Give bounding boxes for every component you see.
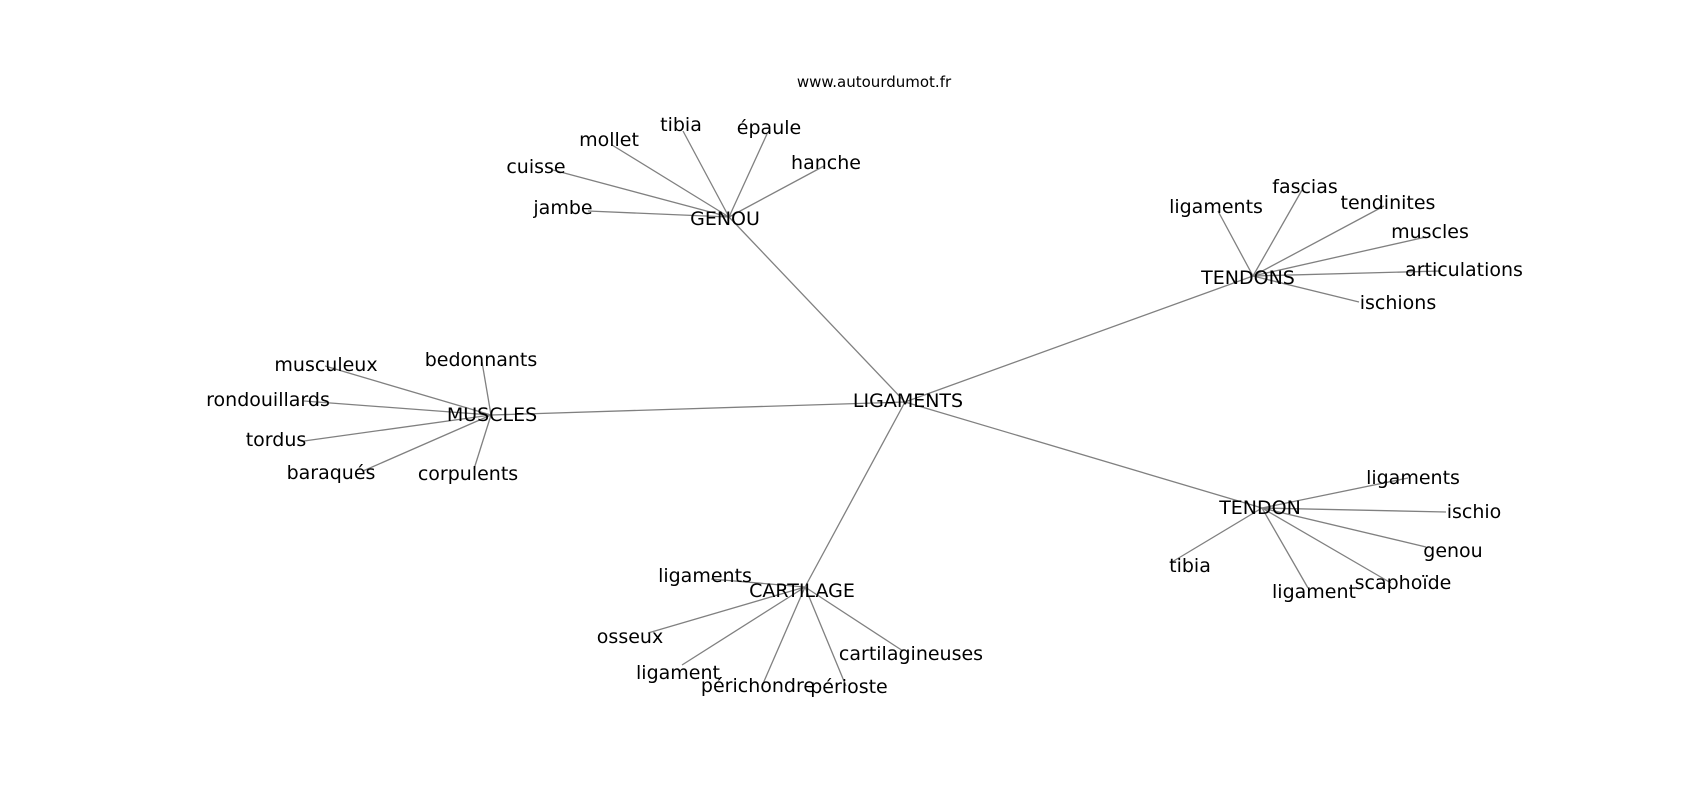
source-url: www.autourdumot.fr: [797, 73, 952, 91]
leaf-node-muscles-2: rondouillards: [206, 389, 330, 411]
edge-muscles-leaf-5: [473, 414, 492, 470]
edge-tendon-leaf-0: [1261, 477, 1409, 509]
leaf-node-tendon-4: ligament: [1272, 581, 1356, 603]
hub-node-tendon: TENDON: [1218, 497, 1301, 519]
edge-center-genou: [728, 216, 906, 403]
edge-tendon-leaf-1: [1261, 507, 1447, 513]
leaf-node-tendons-1: fascias: [1272, 176, 1338, 198]
leaf-node-cartilage-1: osseux: [597, 626, 663, 648]
edge-genou-leaf-2: [728, 133, 768, 218]
leaf-node-tendons-2: tendinites: [1341, 192, 1436, 214]
hub-node-cartilage: CARTILAGE: [749, 580, 855, 602]
hub-node-muscles: MUSCLES: [447, 404, 537, 426]
leaf-node-muscles-5: corpulents: [418, 463, 518, 485]
leaf-node-cartilage-3: périchondre: [701, 675, 815, 697]
edge-muscles-leaf-4: [362, 414, 492, 472]
leaf-node-cartilage-0: ligaments: [658, 565, 752, 587]
leaf-node-muscles-3: tordus: [246, 429, 307, 451]
leaf-node-muscles-4: baraqués: [287, 462, 376, 484]
leaf-node-cartilage-2: ligament: [636, 662, 720, 684]
edge-cartilage-leaf-4: [804, 586, 847, 687]
edge-cartilage-leaf-3: [761, 586, 806, 687]
center-node-label: LIGAMENTS: [853, 390, 963, 412]
leaf-node-genou-4: cuisse: [506, 156, 565, 178]
edge-cartilage-leaf-2: [681, 586, 806, 666]
edge-center-tendon: [904, 401, 1263, 509]
leaf-node-tendon-0: ligaments: [1366, 467, 1460, 489]
edge-center-cartilage: [804, 401, 906, 588]
leaf-node-tendons-4: articulations: [1405, 259, 1523, 281]
leaf-node-tendon-2: genou: [1423, 540, 1482, 562]
edge-muscles-leaf-3: [303, 414, 492, 442]
edge-cartilage-leaf-1: [647, 586, 806, 634]
edge-tendons-leaf-1: [1252, 189, 1303, 277]
leaf-node-genou-1: tibia: [660, 114, 702, 136]
edge-tendons-leaf-3: [1252, 236, 1427, 277]
edge-center-tendons: [904, 275, 1254, 403]
leaf-node-genou-5: jambe: [532, 197, 592, 219]
edge-cartilage-leaf-0: [710, 578, 806, 588]
edge-tendons-leaf-0: [1217, 210, 1254, 277]
edge-genou-leaf-4: [552, 169, 730, 218]
hub-node-tendons: TENDONS: [1200, 267, 1295, 289]
edge-cartilage-leaf-5: [804, 586, 904, 652]
leaf-node-muscles-0: bedonnants: [425, 349, 538, 371]
leaf-node-cartilage-5: cartilagineuses: [839, 643, 983, 665]
leaf-node-tendons-0: ligaments: [1169, 196, 1263, 218]
edge-center-muscles: [490, 401, 906, 416]
edge-tendon-leaf-2: [1261, 507, 1427, 548]
edge-muscles-leaf-0: [481, 361, 492, 416]
leaf-node-cartilage-4: périoste: [810, 676, 888, 698]
leaf-node-genou-3: hanche: [791, 152, 861, 174]
edge-genou-leaf-1: [682, 130, 730, 218]
leaf-node-genou-2: épaule: [737, 117, 801, 139]
edge-genou-leaf-5: [587, 210, 730, 218]
leaf-node-tendon-1: ischio: [1447, 501, 1502, 523]
edge-muscles-leaf-1: [324, 365, 492, 416]
leaf-node-tendon-5: scaphoïde: [1355, 572, 1452, 594]
leaf-node-muscles-1: musculeux: [274, 354, 377, 376]
hub-node-genou: GENOU: [690, 208, 760, 230]
leaf-node-tendons-3: muscles: [1391, 221, 1469, 243]
edge-tendon-leaf-3: [1171, 507, 1263, 563]
leaf-node-tendons-5: ischions: [1360, 292, 1437, 314]
edge-tendon-leaf-5: [1261, 507, 1392, 584]
edge-genou-leaf-3: [728, 165, 825, 218]
leaf-node-genou-0: mollet: [579, 129, 639, 151]
edge-tendons-leaf-2: [1252, 205, 1385, 277]
graph-nodes: LIGAMENTS GENOU mollet tibia épaule hanche cui…: [206, 114, 1523, 698]
graph-edges: [303, 130, 1447, 687]
edge-tendons-leaf-4: [1252, 270, 1442, 277]
edge-tendon-leaf-4: [1261, 507, 1309, 589]
edge-genou-leaf-0: [611, 144, 730, 218]
edge-muscles-leaf-2: [303, 400, 492, 416]
leaf-node-tendon-3: tibia: [1169, 555, 1211, 577]
edge-tendons-leaf-5: [1252, 275, 1360, 303]
